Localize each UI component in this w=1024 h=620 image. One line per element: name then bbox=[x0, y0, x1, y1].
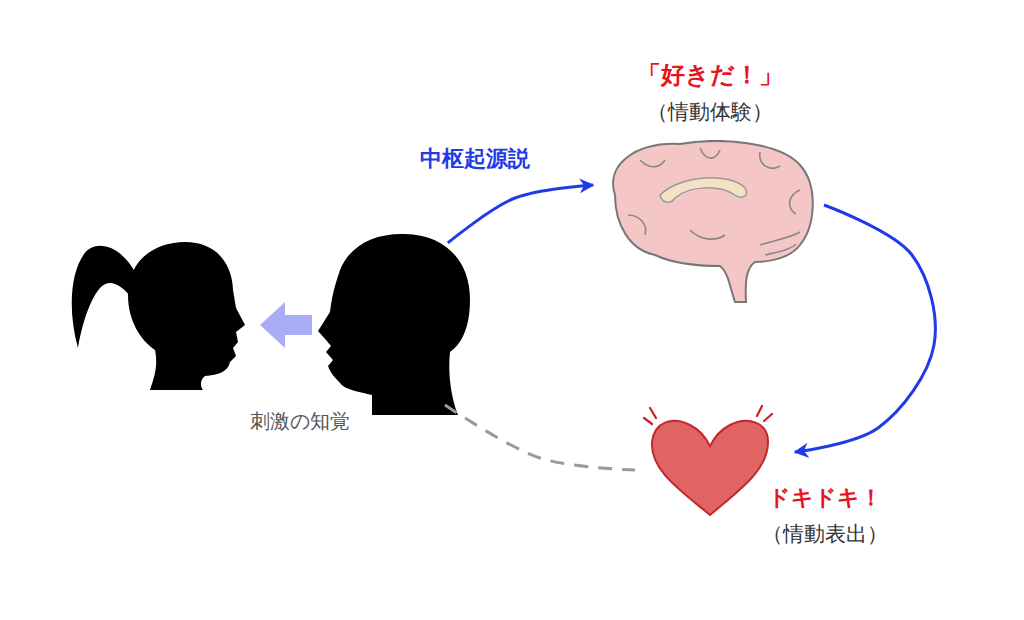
brain-node: 「好きだ！」 （情動体験） bbox=[590, 55, 830, 305]
feedback-dashed-line bbox=[445, 405, 635, 470]
heart bbox=[652, 421, 768, 515]
male-silhouette bbox=[315, 230, 475, 415]
expression-arrow bbox=[795, 205, 935, 452]
expression-term: （情動表出） bbox=[745, 521, 905, 548]
theory-label: 中枢起源説 bbox=[420, 145, 530, 174]
throb-marks bbox=[644, 406, 772, 424]
expression-exclamation: ドキドキ！ bbox=[745, 484, 905, 513]
female-head bbox=[128, 242, 245, 390]
gaze-arrow bbox=[260, 302, 312, 348]
ponytail bbox=[72, 246, 136, 348]
brain-illustration bbox=[605, 140, 820, 305]
brain-outline bbox=[613, 141, 813, 302]
male-head bbox=[318, 234, 470, 415]
perception-node: 刺激の知覚 bbox=[230, 228, 475, 443]
heart-illustration bbox=[640, 400, 780, 525]
perception-label: 刺激の知覚 bbox=[230, 408, 370, 434]
female-silhouette bbox=[72, 242, 245, 390]
central-origin-arrow bbox=[448, 185, 593, 243]
experience-term: （情動体験） bbox=[590, 99, 830, 126]
corpus-callosum bbox=[660, 178, 747, 203]
experience-exclamation: 「好きだ！」 bbox=[590, 60, 830, 91]
edge-label-box: 中枢起源説 bbox=[420, 145, 530, 174]
brain-gyri bbox=[628, 148, 800, 255]
heart-node: ドキドキ！ （情動表出） bbox=[640, 400, 905, 565]
